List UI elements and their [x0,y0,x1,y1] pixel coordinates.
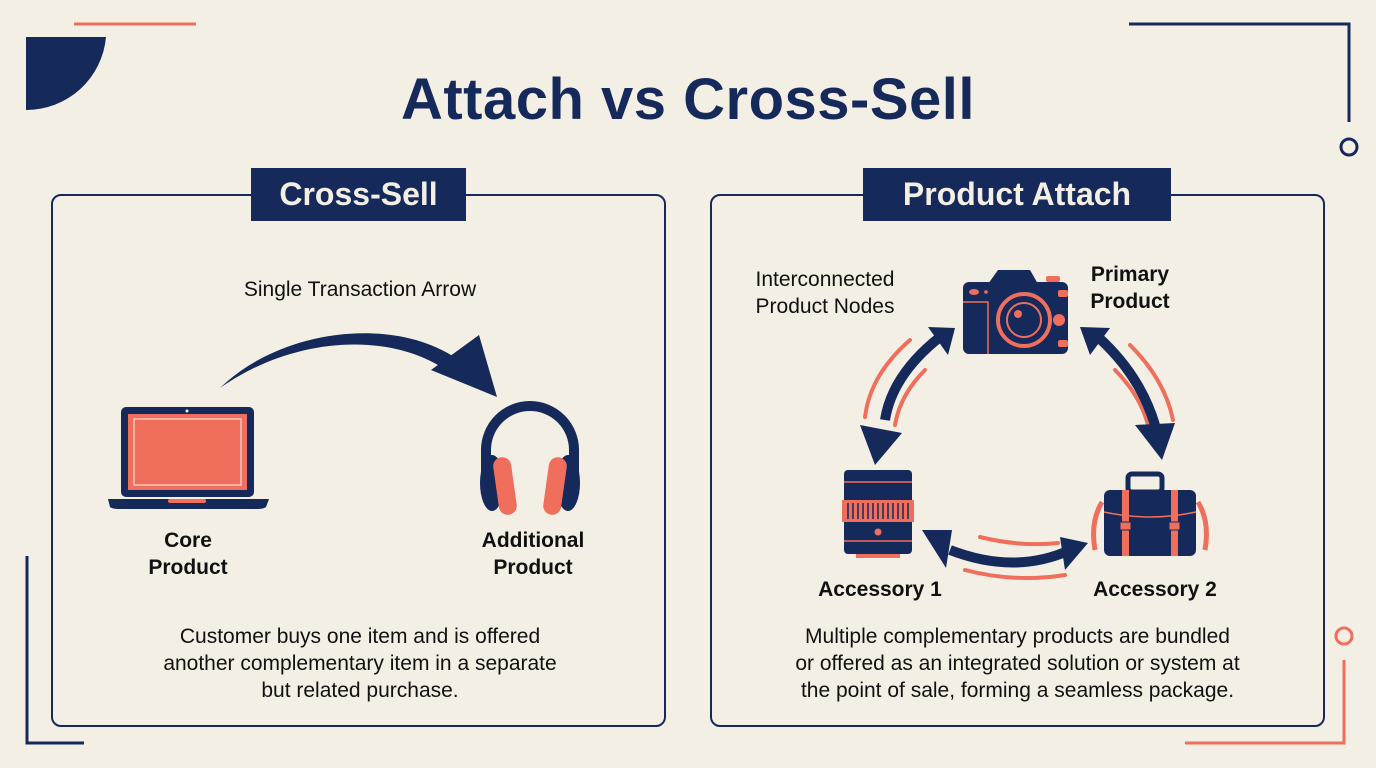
lens-icon [842,470,914,558]
camera-bag-icon [1091,471,1209,556]
laptop-icon [108,407,269,509]
core-product-label: Core Product [148,529,228,579]
cross-sell-description: Customer buys one item and is offered an… [163,625,557,702]
primary-product-label: Primary Product [1090,263,1170,313]
page-title: Attach vs Cross-Sell [400,67,976,132]
nodes-caption: Interconnected Product Nodes [755,268,895,318]
camera-icon [963,270,1068,354]
additional-product-label: Additional Product [481,529,585,579]
single-transaction-arrow-icon [220,333,497,397]
accessory-2-label: Accessory 2 [1093,578,1217,601]
cross-sell-tag: Cross-Sell [251,168,466,221]
product-attach-tag: Product Attach [863,168,1171,221]
cycle-arrows-icon [860,327,1175,581]
product-attach-description: Multiple complementary products are bund… [795,625,1240,702]
headphones-icon [480,401,580,515]
accessory-1-label: Accessory 1 [818,578,942,601]
arrow-caption: Single Transaction Arrow [243,278,477,301]
